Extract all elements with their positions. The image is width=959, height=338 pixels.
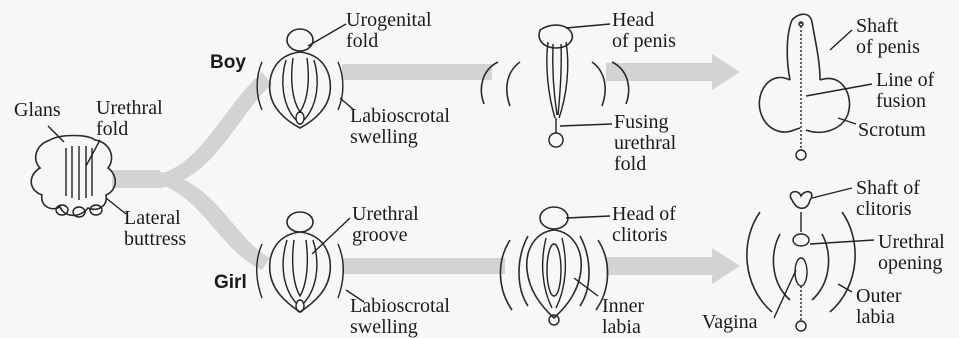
label-shaft-of-penis: Shaft of penis [856,16,920,58]
label-glans: Glans [14,100,61,121]
boy-arrow-2 [606,54,740,90]
label-urogenital-fold: Urogenital fold [346,10,432,52]
label-urethral-opening: Urethral opening [878,232,945,274]
girl-arrow-1 [342,258,505,274]
label-boy: Boy [210,52,246,73]
label-shaft-of-clitoris: Shaft of clitoris [856,178,920,220]
boy-stage2-drawing [257,29,343,128]
branch-arrow-boy [150,72,272,188]
boy-arrow-1 [342,64,492,80]
girl-stage2-drawing [257,212,344,312]
girl-stage4-drawing [747,192,855,331]
label-vagina: Vagina [702,312,758,333]
label-head-of-clitoris: Head of clitoris [612,204,676,246]
label-fusing-urethral-fold: Fusing urethral fold [614,112,676,175]
label-scrotum: Scrotum [858,120,926,141]
label-head-of-penis: Head of penis [612,10,676,52]
label-urethral-groove: Urethral groove [352,204,419,246]
boy-stage4-drawing [759,14,849,160]
label-inner-labia: Inner labia [602,296,644,338]
girl-stage3-drawing [500,207,607,325]
label-lateral-buttress: Lateral buttress [124,208,186,250]
boy-stage3-drawing [481,25,628,147]
girl-arrow-2 [606,248,740,284]
label-labioscrotal-swelling-girl: Labioscrotal swelling [350,296,450,338]
indifferent-stage-drawing [31,136,115,218]
label-line-of-fusion: Line of fusion [876,70,934,112]
label-labioscrotal-swelling-boy: Labioscrotal swelling [350,106,450,148]
label-outer-labia: Outer labia [856,286,902,328]
label-urethral-fold: Urethral fold [96,98,163,140]
label-girl: Girl [214,272,247,293]
